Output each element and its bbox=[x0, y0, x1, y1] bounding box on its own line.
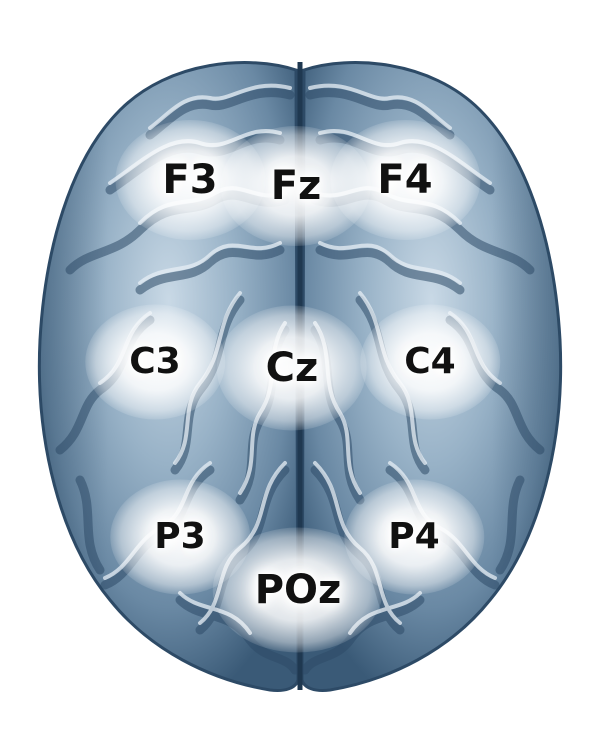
electrode-p4-label: P4 bbox=[388, 516, 440, 557]
electrode-c4: C4 bbox=[360, 304, 500, 420]
electrode-p3: P3 bbox=[110, 479, 250, 595]
electrode-f3: F3 bbox=[115, 120, 265, 240]
electrode-c4-label: C4 bbox=[404, 341, 456, 382]
electrode-cz: Cz bbox=[216, 305, 367, 431]
electrode-poz: POz bbox=[212, 527, 383, 653]
electrode-f4: F4 bbox=[330, 120, 480, 240]
electrode-fz-label: Fz bbox=[270, 163, 322, 209]
electrode-poz-label: POz bbox=[254, 567, 342, 613]
electrode-f4-label: F4 bbox=[377, 157, 433, 203]
electrode-fz: Fz bbox=[220, 126, 371, 246]
electrode-p3-label: P3 bbox=[154, 516, 206, 557]
electrode-c3: C3 bbox=[85, 304, 225, 420]
electrode-p4: P4 bbox=[344, 479, 484, 595]
electrode-f3-label: F3 bbox=[162, 157, 218, 203]
electrode-cz-label: Cz bbox=[265, 345, 319, 391]
electrode-c3-label: C3 bbox=[129, 341, 181, 382]
